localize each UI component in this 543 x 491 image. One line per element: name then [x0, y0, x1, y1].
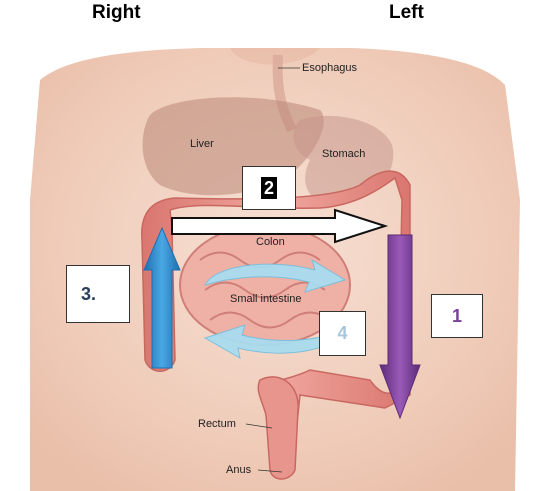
- stomach-label: Stomach: [322, 148, 366, 160]
- esophagus-label: Esophagus: [302, 62, 358, 74]
- rectum: [257, 376, 299, 480]
- rectum-label: Rectum: [198, 418, 236, 430]
- anus-leader: [257, 469, 283, 473]
- marker-2-text: 2: [260, 177, 277, 199]
- liver-label: Liver: [190, 138, 214, 150]
- colon: [141, 170, 411, 471]
- marker-2: 2: [242, 166, 296, 210]
- marker-3: 3.: [66, 265, 130, 323]
- anus-label: Anus: [226, 464, 252, 476]
- rectum-leader: [245, 423, 273, 429]
- left-side-label: Left: [389, 2, 424, 23]
- transverse-arrow-icon: [171, 208, 389, 244]
- ascending-arrow-icon: [143, 226, 181, 369]
- marker-4-text: 4: [337, 323, 348, 343]
- small-intestine-label: Small intestine: [230, 293, 302, 305]
- colon-label: Colon: [256, 236, 285, 248]
- swirl-arrow-icon: [203, 258, 347, 359]
- marker-3-text: 3.: [81, 283, 97, 304]
- right-side-label: Right: [92, 2, 141, 23]
- descending-arrow-icon: [379, 234, 421, 420]
- marker-4: 4: [319, 311, 366, 356]
- marker-1-text: 1: [451, 305, 462, 326]
- marker-1: 1: [431, 294, 483, 338]
